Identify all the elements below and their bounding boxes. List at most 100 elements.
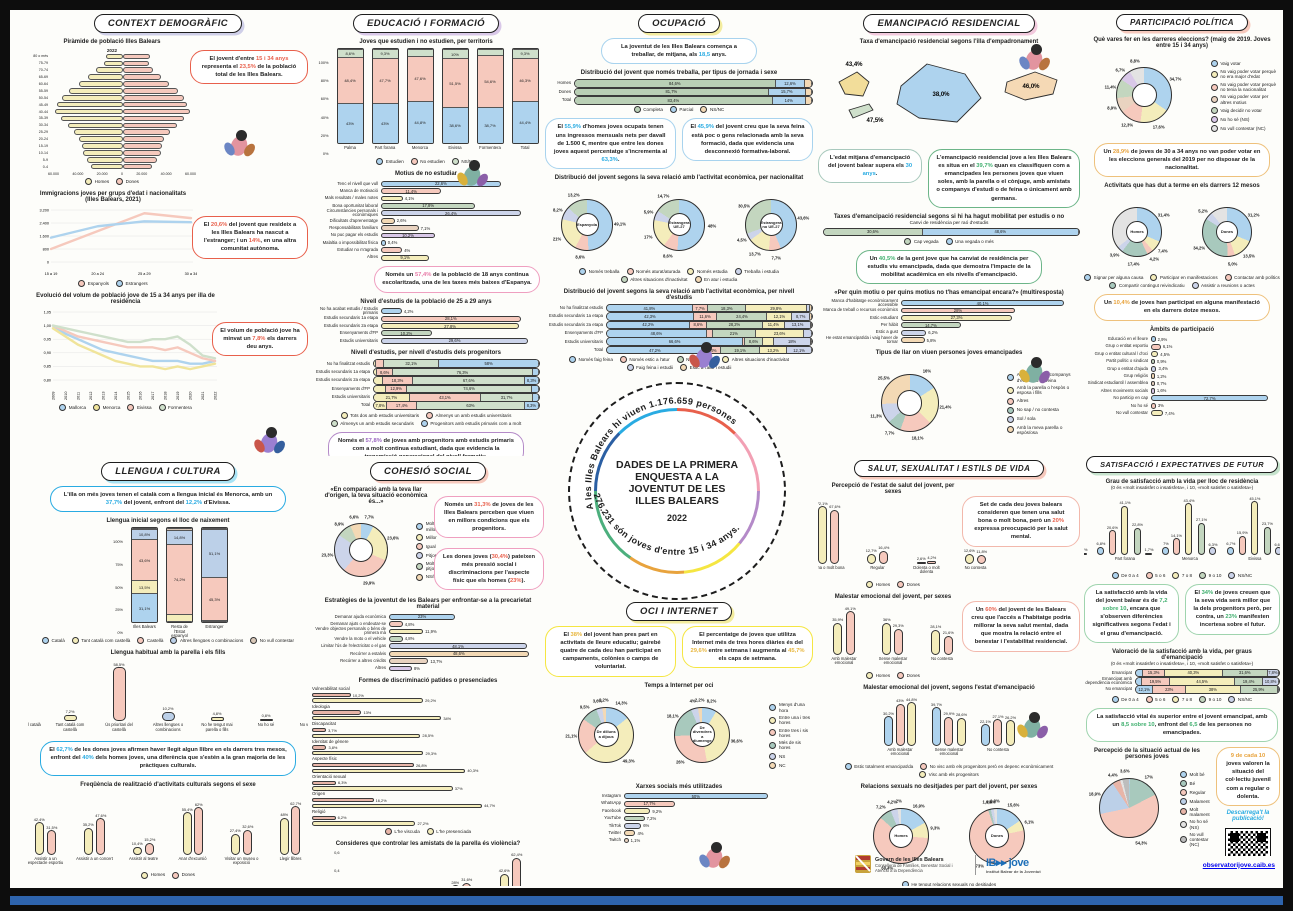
legend-item: Estic totalment emancipat/da — [844, 763, 913, 770]
pl-grp: 4,8%No he tengut mai parella o fills — [197, 659, 237, 736]
svg-text:1.600: 1.600 — [39, 234, 49, 238]
dn-lab: 8,2% — [553, 207, 563, 213]
pl-col: 10,4% — [132, 841, 143, 855]
vs-seg: 43,6% — [132, 539, 157, 581]
hb-lab: No puc pagar els estudis — [330, 232, 378, 238]
legend-dot — [416, 523, 424, 531]
vs-stack: 31,1%13,5%43,6%10,8% — [131, 527, 158, 624]
hb-lab: Ensenyaments d'FP — [339, 330, 378, 336]
py-half — [123, 150, 196, 156]
dn: Estrangera no UE-27 — [745, 198, 797, 251]
legend-item: 7 o 8 — [1172, 572, 1192, 579]
hb-bar — [901, 329, 927, 336]
pl-col: 20,6% — [1107, 525, 1118, 555]
legend-item: Parcial — [669, 106, 693, 114]
legend-item: No vaig poder votar perquè no tenia la n… — [1210, 82, 1280, 93]
hs-seg: 8,3% — [524, 402, 539, 409]
dn-box: 34,7%17,6%12,3%8,9%11,4%6,7%8,8% — [1101, 52, 1187, 138]
section-title-emancipacio: EMANCIPACIÓ RESIDENCIAL — [863, 14, 1035, 33]
pl-val: 22,1% — [979, 718, 991, 724]
dn-lab: 25,5% — [877, 375, 890, 381]
py-half — [123, 53, 196, 60]
legend-label: Molt pitjor — [425, 561, 436, 572]
vs-cat: Resta de l'Estat espanyol — [171, 624, 188, 639]
dn-lab: 8,9% — [334, 521, 345, 527]
observatory-url-link[interactable]: observatorijove.caib.es — [1202, 861, 1275, 869]
highlighted-value: 63,3% — [601, 156, 618, 163]
pl-bar — [462, 882, 472, 886]
pl-bar — [1263, 526, 1271, 555]
pl-bar — [96, 818, 106, 855]
pl-yt: 0,60,40,20 — [326, 850, 339, 886]
pl-bars: 7,2% — [63, 659, 77, 722]
callout-text: Un — [1103, 149, 1113, 155]
legend-dot — [78, 280, 86, 288]
pl-cat: Sense malestar emocional — [934, 747, 964, 757]
c-body: Manca d'habitatge econòmicament accessib… — [818, 298, 1080, 344]
legend-item: Molt pitjor — [416, 561, 440, 572]
c-title: Tipus de llar on viuen persones joves em… — [875, 349, 1023, 356]
hb-row: Vendre objectes personals o béns de prim… — [312, 627, 544, 635]
py-age: 40-44 — [38, 109, 48, 114]
pl-col: 42,6% — [499, 868, 510, 886]
callout-text: Un — [1104, 300, 1114, 307]
pb-val: 6,2% — [337, 815, 347, 821]
badge-arc-text-svg: A les Illes Balears hi viuen 1.176.659 p… — [583, 395, 741, 556]
pl-val: 11,8% — [976, 549, 988, 555]
py-half — [50, 108, 123, 115]
legend-dot — [158, 404, 166, 412]
py-bar — [123, 88, 178, 94]
pl-bar — [279, 817, 289, 855]
pl-bar — [194, 807, 204, 855]
pl-cat: No contesta — [931, 656, 953, 661]
legend-item: No vull contestar (NC) — [1210, 124, 1280, 132]
pl-bar — [34, 822, 44, 855]
hs-seg: 23% — [1153, 686, 1187, 693]
pl-val: 47,6% — [95, 812, 107, 818]
dn-lab: 18,1% — [911, 435, 924, 441]
pl-cat: Regular — [870, 565, 885, 570]
dn: Espanyola — [561, 198, 613, 251]
legend-dot — [687, 267, 695, 275]
hs-lab: No ha finalitzat estudis — [559, 304, 603, 310]
c-title: Motius de no estudiar — [394, 171, 457, 177]
dn — [334, 523, 389, 577]
legend-dot — [426, 827, 434, 835]
pb-line: 10,2% — [312, 693, 544, 698]
c-title: Freqüència de realització d'activitats c… — [80, 781, 256, 788]
hb-bar: 26,4% — [381, 210, 521, 217]
pl-grp: 10,2%Altres llengües o combinacions — [148, 659, 188, 736]
hs-seg — [810, 313, 812, 320]
hb-lab: Mals resultats / males notes — [324, 195, 378, 201]
legend-dot — [1210, 70, 1218, 78]
dn-lab: 21,4% — [939, 404, 952, 410]
callout-text: del jovent han pres part en activitats d… — [560, 632, 661, 671]
hb-val: 4,8% — [404, 636, 415, 642]
svg-text:46,0%: 46,0% — [1022, 84, 1040, 90]
callout-text: manifesten incertesa sobre el futur. — [1199, 614, 1270, 629]
py-age: 45-49 — [38, 102, 48, 107]
pl-grp: 39,7%29,9%28,6%Sense malestar emocional — [929, 694, 969, 761]
pb-val: 34% — [443, 715, 452, 721]
pl-bar — [879, 550, 889, 564]
hb-track: 23% — [389, 613, 544, 620]
py-age: 15-19 — [38, 144, 48, 149]
dn-hole: Espanyola — [575, 213, 599, 237]
py-bar — [69, 88, 123, 94]
legend-label: No vaig poder votar per altres motius — [1220, 94, 1269, 105]
legend-dot — [141, 871, 149, 879]
immigration-line-chart: Immigracions joves per grups d'edat i na… — [28, 191, 198, 288]
pb-bar — [312, 821, 416, 826]
pl-bar — [1172, 538, 1180, 555]
hb-bar: 48,6% — [389, 650, 529, 657]
legend-dot — [919, 771, 927, 778]
py-xtl: 60.000 — [48, 172, 59, 177]
